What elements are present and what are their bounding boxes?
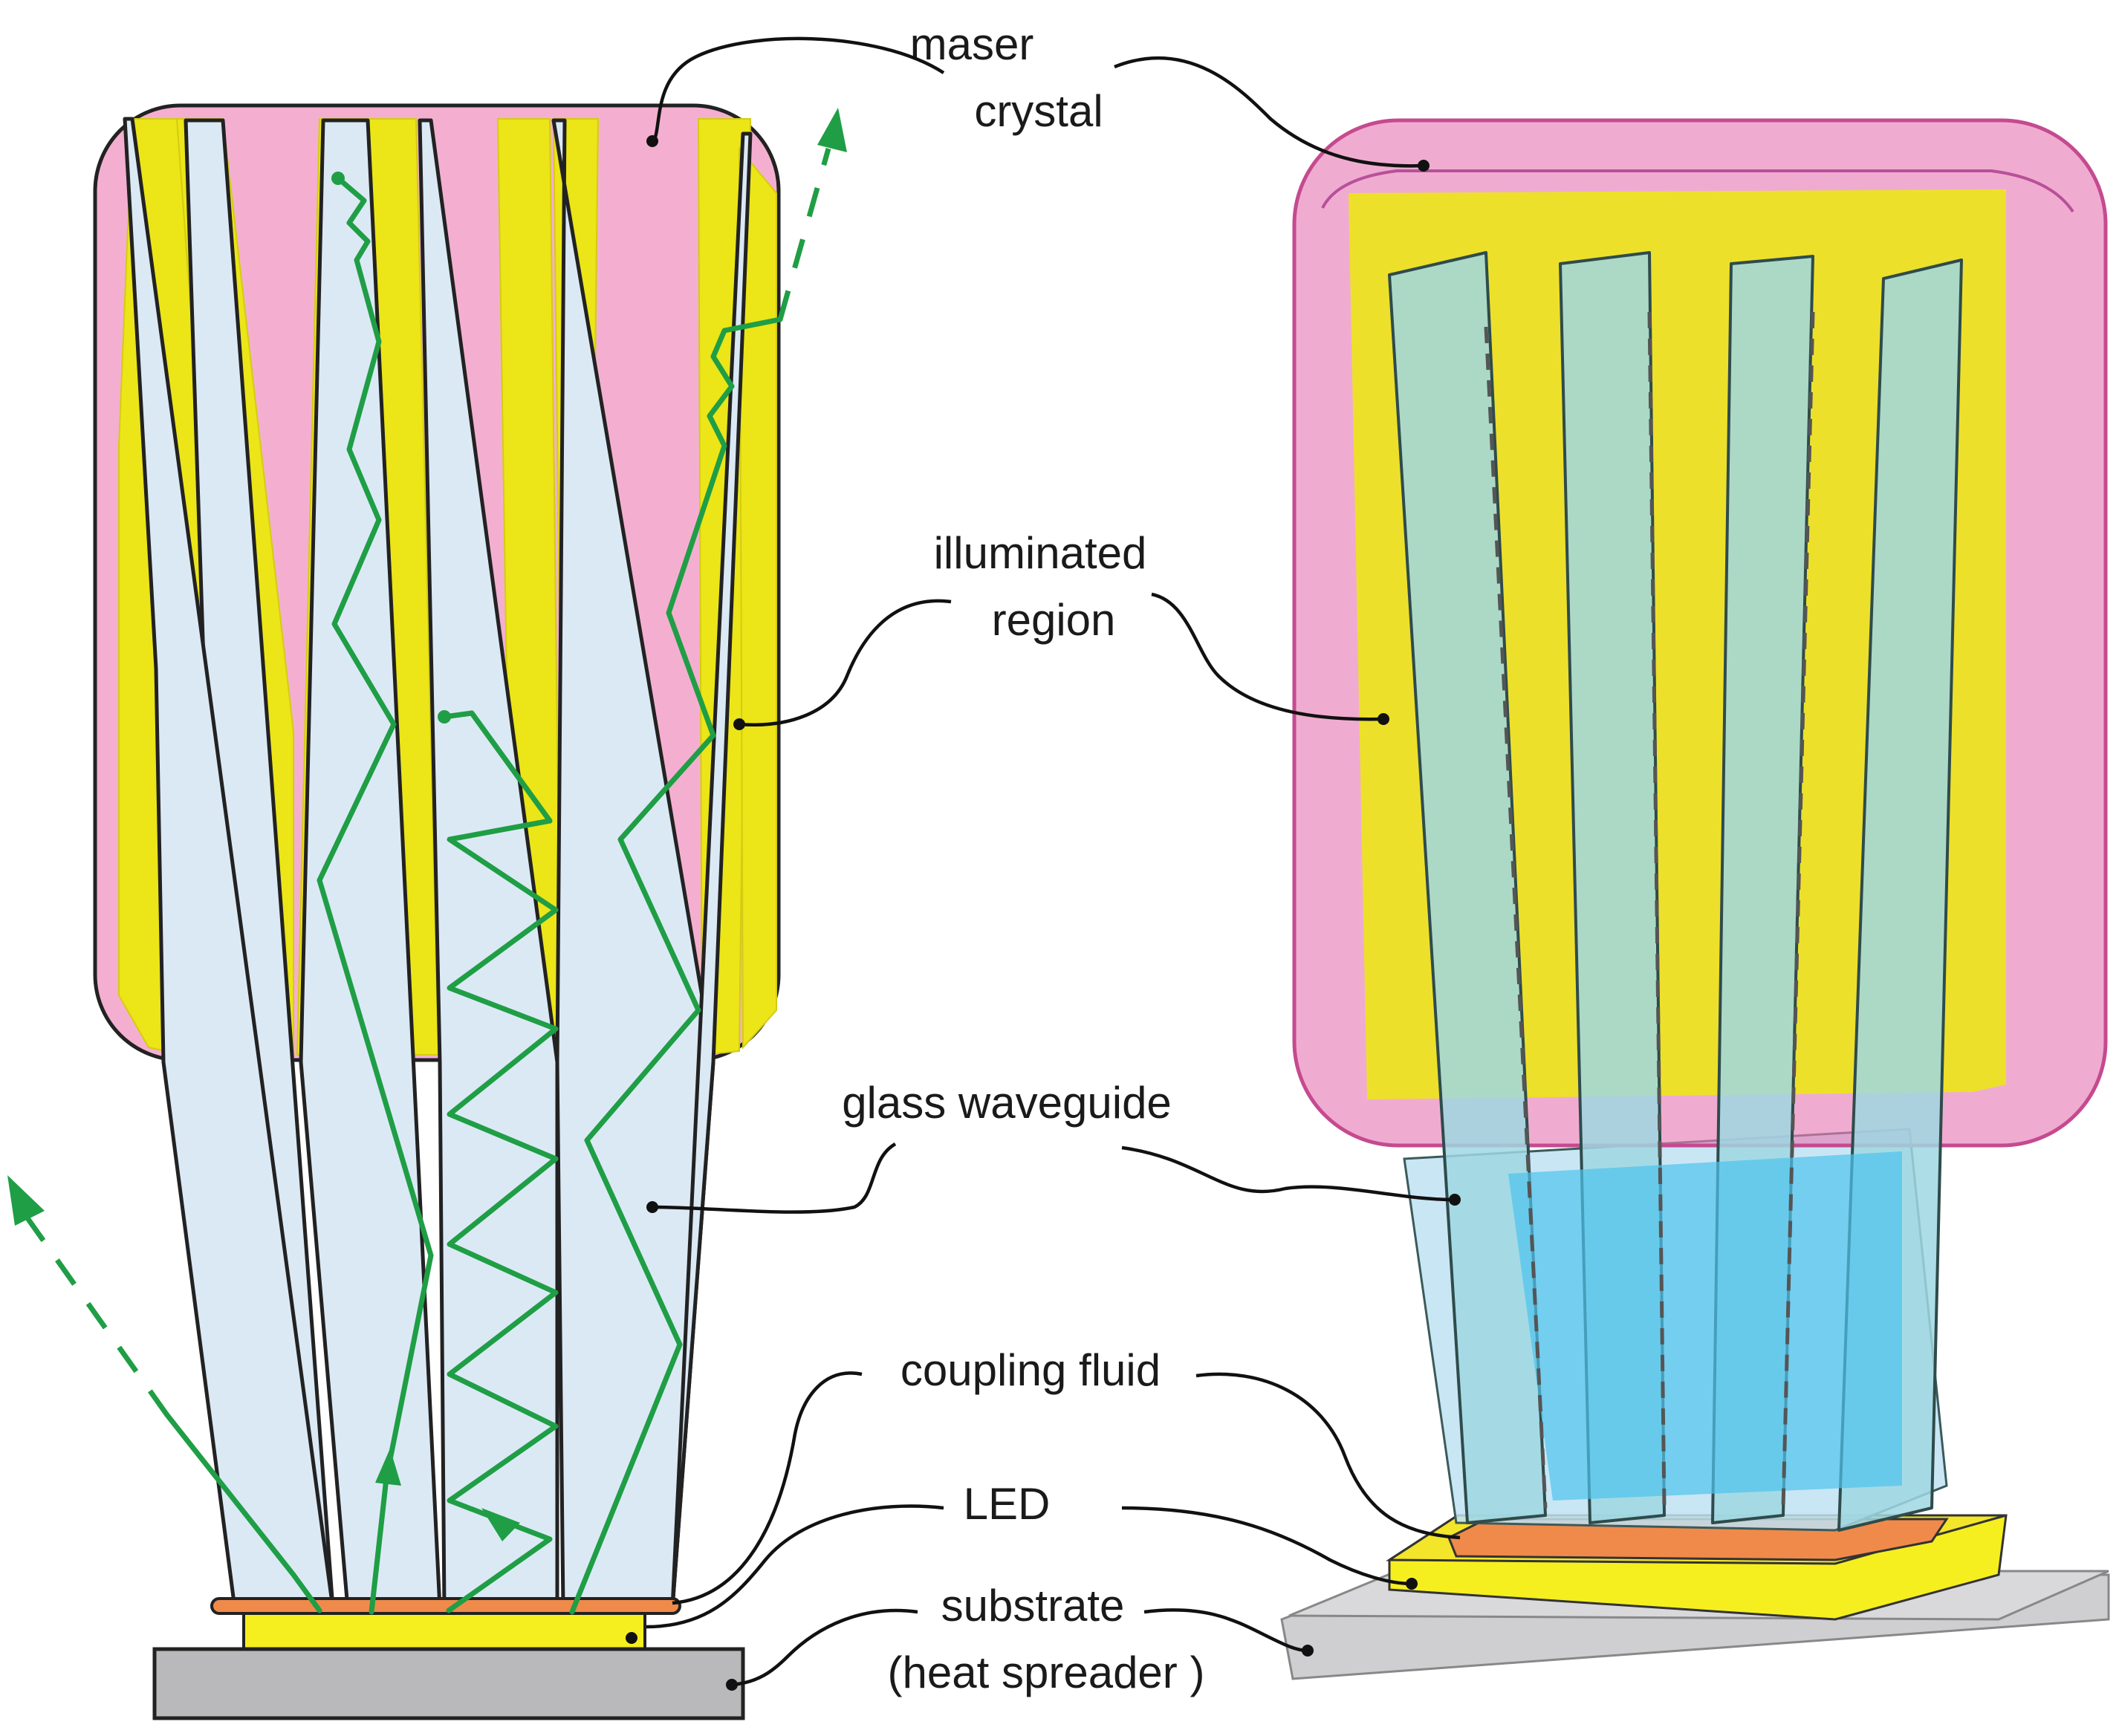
waveguide-fin-6 [670,131,753,1610]
leader-dot-led-right [1406,1578,1418,1590]
ray-zigzag-channel-3 [446,710,559,1613]
perspective-view [1280,118,2110,1680]
label-maser-crystal-1: maser [910,19,1034,69]
leader-led-left [646,1504,944,1629]
hidden-edges-3d [1484,311,1815,1509]
light-rays-2d [7,108,847,1615]
maser-crystal-3d-top-edge [1321,169,2074,213]
ray-zigzag-channel-2 [317,175,434,1481]
leader-dot-led-left [626,1632,637,1644]
arrowhead-inward-icon [481,1508,520,1541]
leader-illuminated-right [1151,592,1384,721]
cross-section-view [7,103,847,1720]
ray-zigzag-channel-5 [569,316,783,1615]
leader-dot-waveguide-right [1449,1194,1461,1206]
leader-dot-waveguide-left [646,1201,658,1213]
arrowhead-right-icon [817,108,847,152]
escaping-ray-left [164,1412,322,1613]
leader-maser-crystal-right [1114,56,1424,168]
label-illuminated-region-2: region [992,595,1116,645]
coupling-fluid-2d [210,1597,681,1615]
leader-coupling-fluid-right [1195,1372,1461,1540]
leader-led-right [1121,1506,1412,1586]
label-maser-crystal-2: crystal [974,86,1103,136]
leader-dot-maser-right [1418,160,1430,172]
label-substrate-1: substrate [941,1581,1125,1631]
substrate-2d [152,1647,745,1720]
annotations: maser crystal illuminated region glass w… [626,19,1461,1697]
leader-glass-waveguide-right [1121,1145,1456,1202]
leader-substrate-right [1143,1608,1308,1653]
escaping-ray-right-dashed [777,148,831,320]
leader-dot-illuminated-right [1377,713,1389,725]
label-led: LED [964,1479,1051,1529]
slab-3d-1 [1388,251,1547,1524]
leader-illuminated-left [739,599,952,726]
led-2d [242,1612,646,1651]
leader-dot-maser-left [646,135,658,147]
arrowhead-left-icon [7,1175,45,1226]
ray-fin-2 [369,1475,389,1615]
label-coupling-fluid: coupling fluid [901,1345,1161,1395]
label-substrate-2: (heat spreader ) [888,1648,1205,1697]
ray-zigzag-channel-3b [441,710,553,824]
escaping-ray-left-dashed [20,1209,169,1417]
waveguide-3d-bright [1508,1151,1902,1501]
leader-dot-substrate-right [1302,1645,1314,1657]
label-illuminated-region-1: illuminated [934,528,1147,578]
leader-dot-substrate-left [726,1679,738,1691]
leader-glass-waveguide-left [652,1142,897,1214]
leader-substrate-left [731,1608,918,1687]
ray-end-dot-1 [331,172,345,185]
label-glass-waveguide: glass waveguide [842,1078,1172,1128]
leader-coupling-fluid-left [672,1371,863,1605]
leader-dot-illuminated-left [733,718,745,730]
leader-maser-crystal-left [652,36,945,143]
